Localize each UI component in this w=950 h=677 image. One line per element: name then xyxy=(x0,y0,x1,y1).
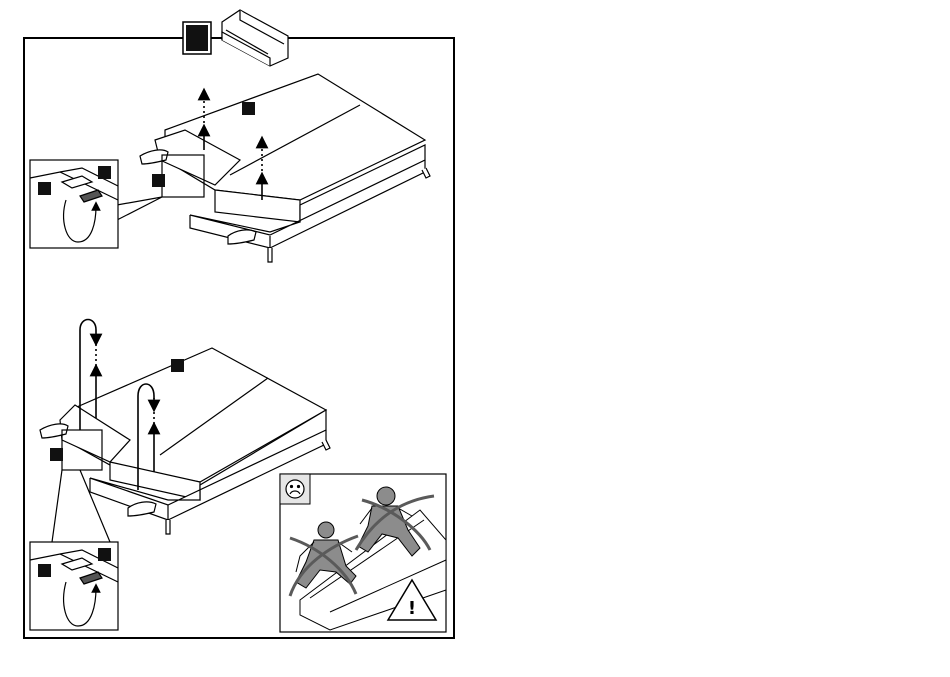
step-badge xyxy=(183,22,211,54)
sofa-leg xyxy=(268,248,272,262)
marker xyxy=(98,548,111,561)
marker xyxy=(38,182,51,195)
sofa-leg xyxy=(166,520,170,534)
warning-symbol: ! xyxy=(408,598,416,619)
marker xyxy=(38,564,51,577)
marker xyxy=(98,166,111,179)
marker xyxy=(152,174,165,187)
marker xyxy=(171,359,184,372)
marker xyxy=(50,448,63,461)
sad-face-icon xyxy=(286,480,304,498)
marker xyxy=(242,102,255,115)
warning-panel: ! xyxy=(280,474,446,632)
